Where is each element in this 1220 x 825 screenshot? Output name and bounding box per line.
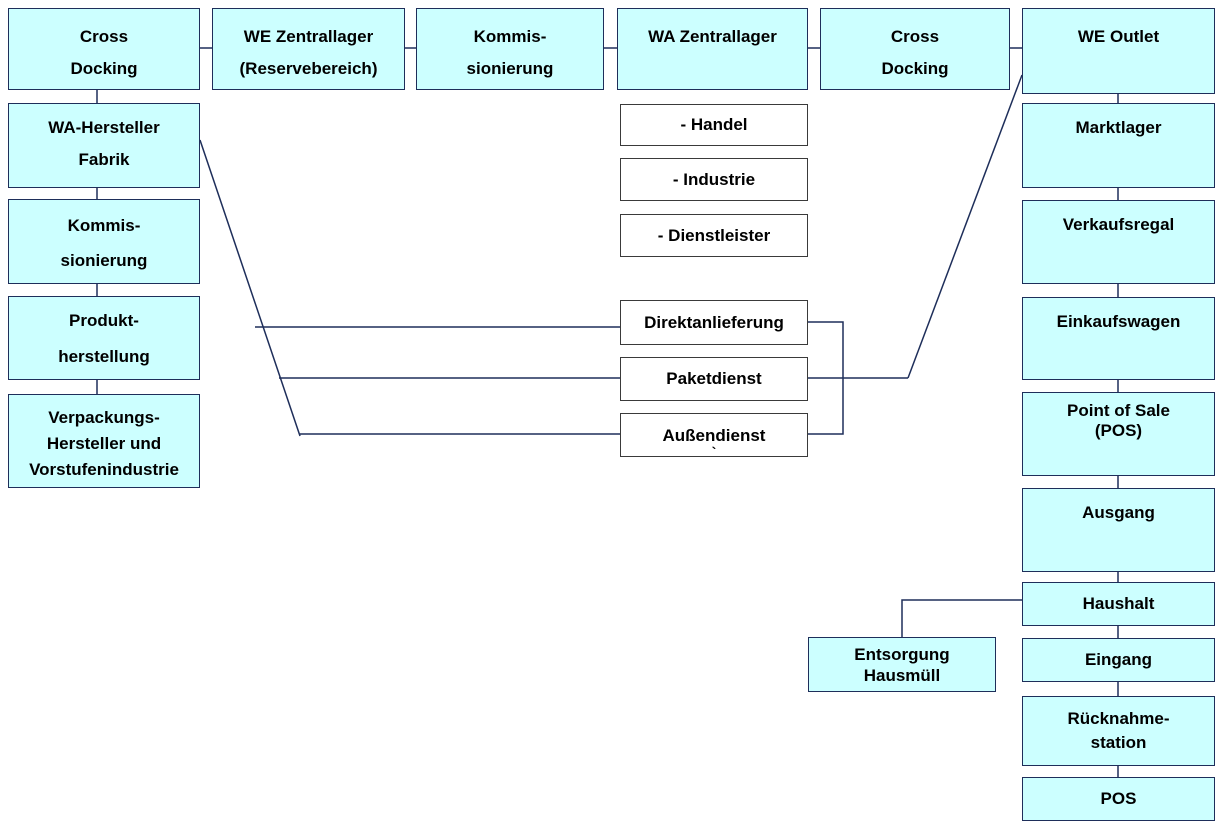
node-point-of-sale: Point of Sale (POS) (1022, 392, 1215, 476)
node-handel: - Handel (620, 104, 808, 146)
node-ruecknahmestation: Rücknahme- station (1022, 696, 1215, 766)
node-eingang: Eingang (1022, 638, 1215, 682)
node-ausgang: Ausgang (1022, 488, 1215, 572)
node-wa-zentrallager: WA Zentrallager (617, 8, 808, 90)
node-produktherstellung: Produkt- herstellung (8, 296, 200, 380)
node-industrie: - Industrie (620, 158, 808, 201)
node-haushalt: Haushalt (1022, 582, 1215, 626)
node-cross-docking-2: Cross Docking (820, 8, 1010, 90)
node-kommissionierung-top: Kommis- sionierung (416, 8, 604, 90)
node-aussendienst: Außendienst ` (620, 413, 808, 457)
node-marktlager: Marktlager (1022, 103, 1215, 188)
node-dienstleister: - Dienstleister (620, 214, 808, 257)
connector-line (901, 599, 1022, 637)
node-kommissionierung-left: Kommis- sionierung (8, 199, 200, 284)
node-pos: POS (1022, 777, 1215, 821)
node-verkaufsregal: Verkaufsregal (1022, 200, 1215, 284)
connector-line (199, 139, 301, 437)
connector-line (907, 74, 1023, 379)
node-wa-hersteller: WA-Hersteller Fabrik (8, 103, 200, 188)
node-verpackungshersteller: Verpackungs- Hersteller und Vorstufenind… (8, 394, 200, 488)
node-entsorgung-hausmuell: Entsorgung Hausmüll (808, 637, 996, 692)
node-we-zentrallager: WE Zentrallager (Reservebereich) (212, 8, 405, 90)
node-cross-docking-1: Cross Docking (8, 8, 200, 90)
node-we-outlet: WE Outlet (1022, 8, 1215, 94)
node-direktanlieferung: Direktanlieferung (620, 300, 808, 345)
node-paketdienst: Paketdienst (620, 357, 808, 401)
node-einkaufswagen: Einkaufswagen (1022, 297, 1215, 380)
